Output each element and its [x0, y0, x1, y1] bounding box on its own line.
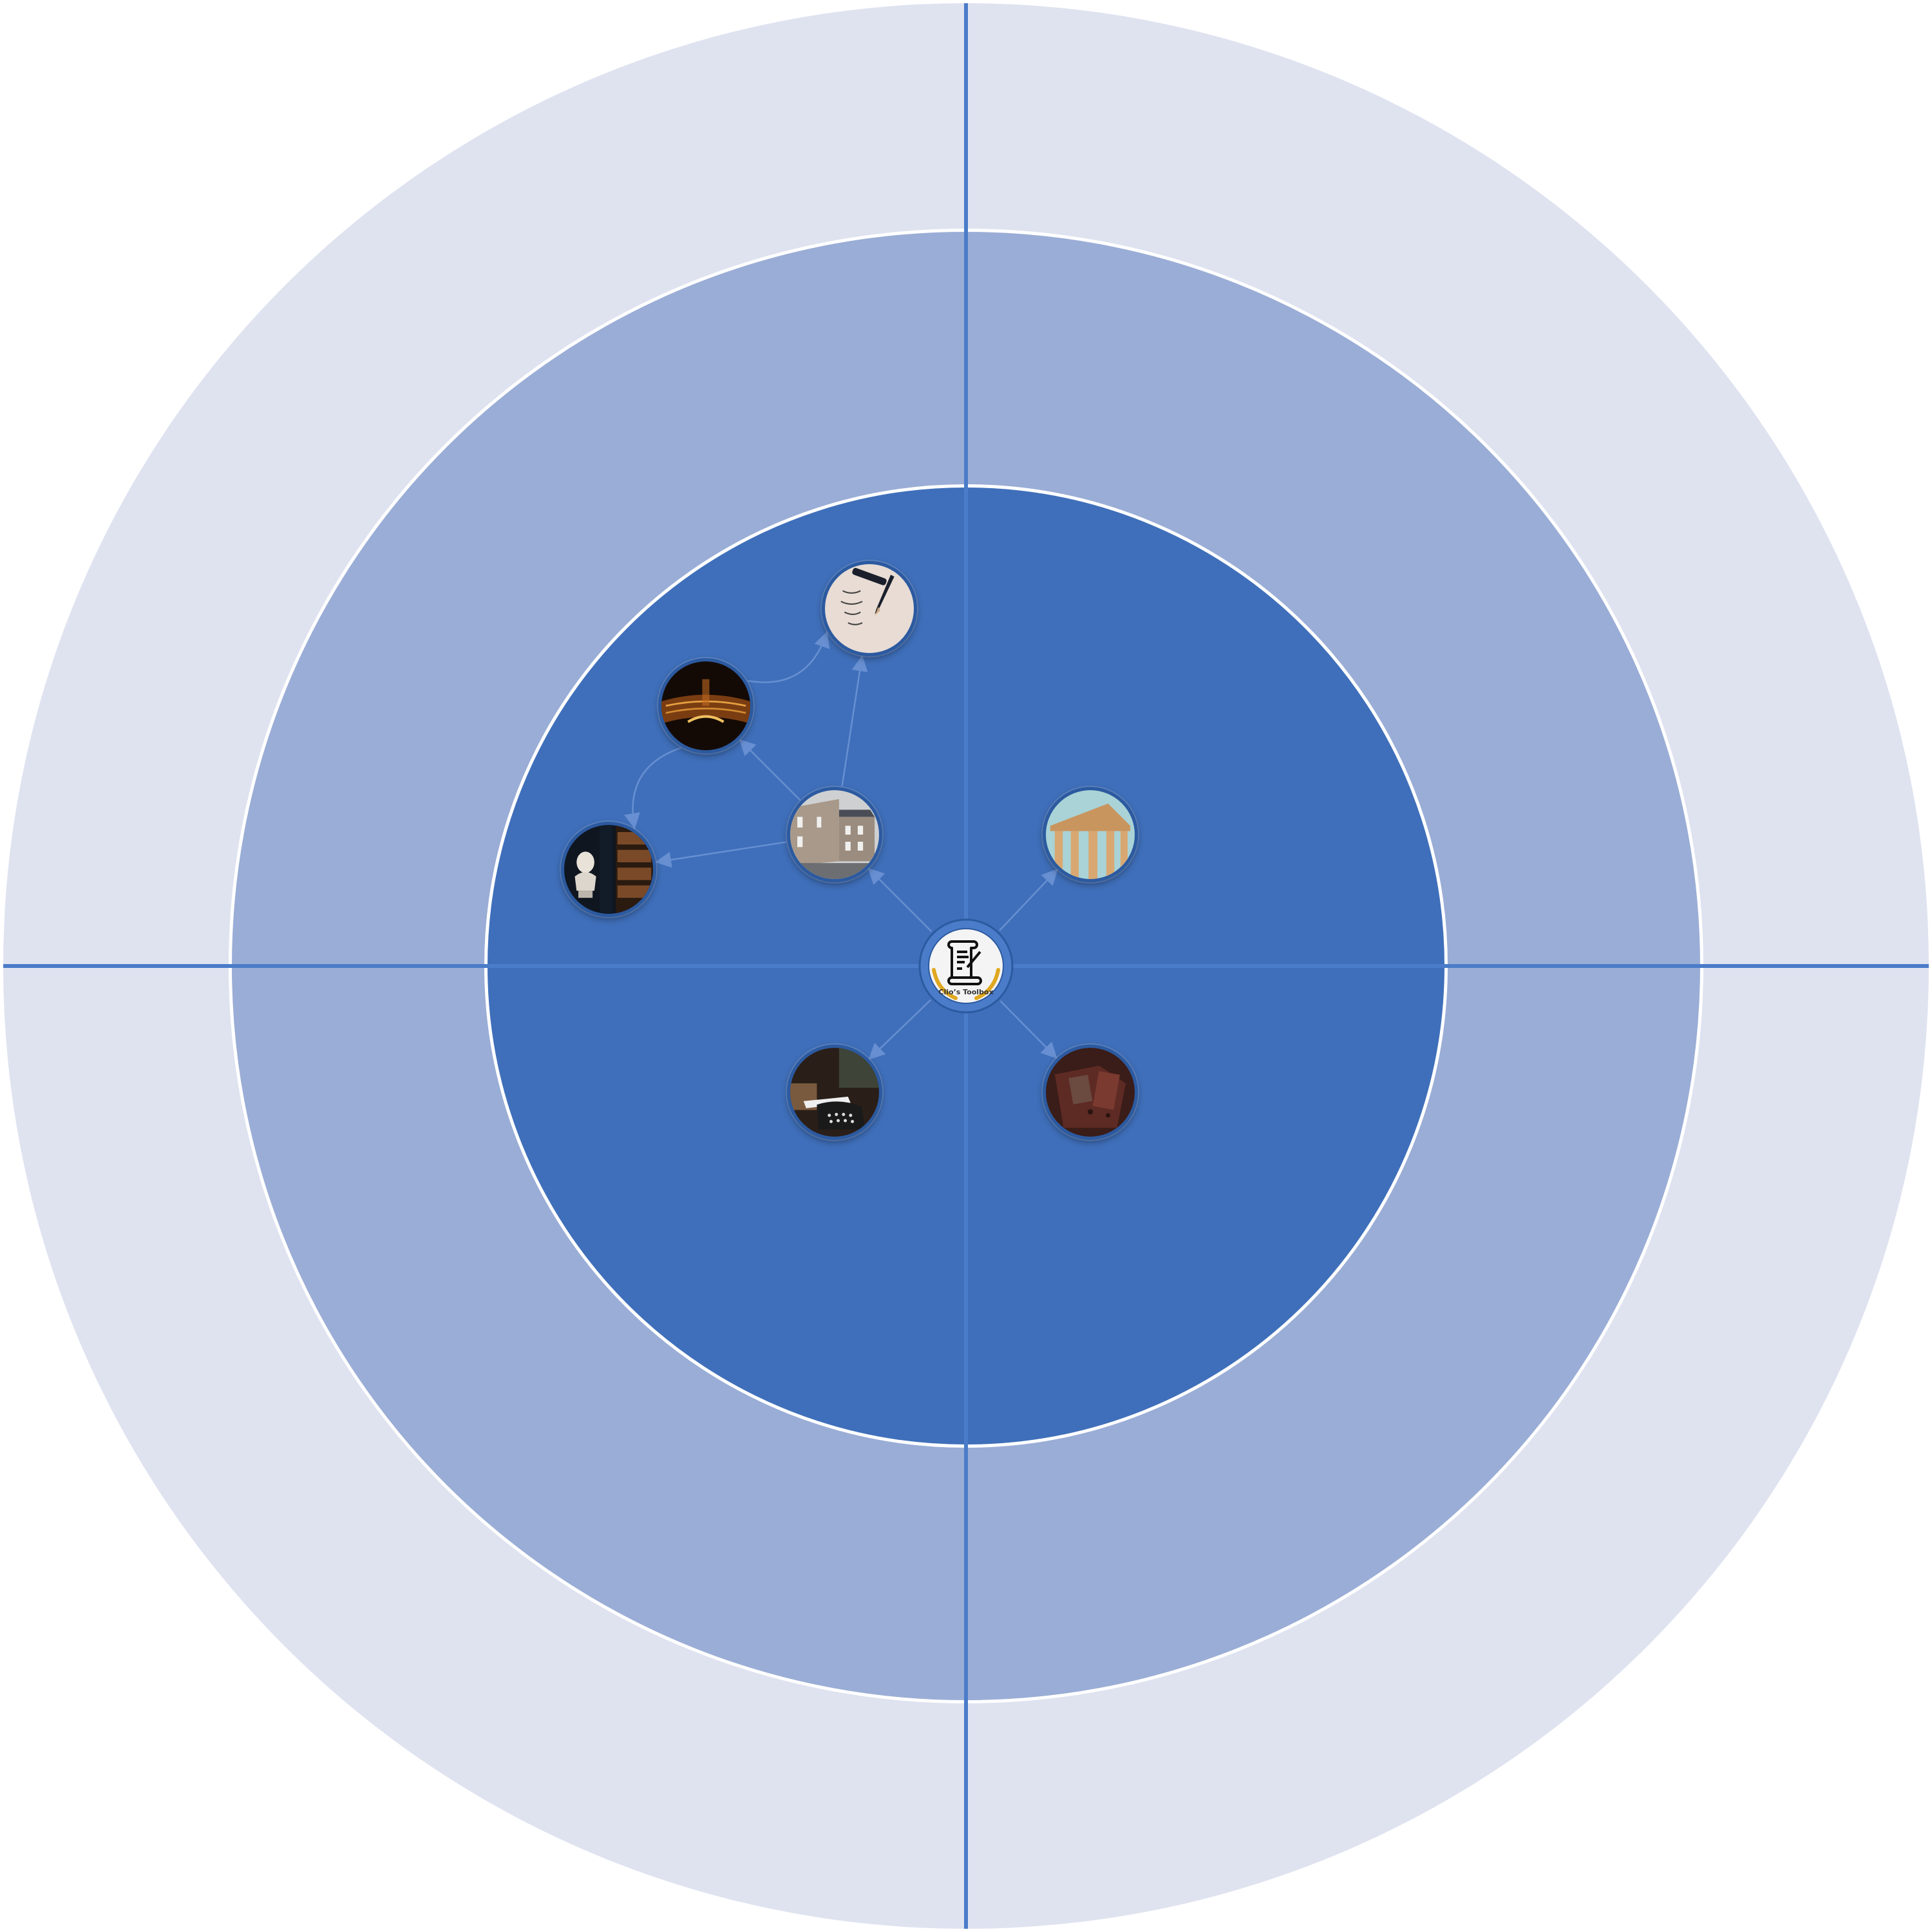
node-typewriter[interactable]	[787, 1045, 882, 1140]
node-book[interactable]	[658, 658, 753, 753]
arrow-book-to-library	[624, 747, 681, 829]
arrow-book-to-quill	[748, 631, 830, 683]
fountain-pen-letter-icon	[825, 564, 914, 653]
open-old-book-icon	[661, 661, 750, 750]
node-library[interactable]	[561, 822, 656, 917]
arrow-building-to-library	[655, 841, 787, 868]
arrow-logo-to-typewriter	[868, 999, 932, 1060]
library-bust-shelves-icon	[564, 825, 653, 914]
node-parthenon[interactable]	[1043, 787, 1138, 882]
arrow-logo-to-building	[867, 867, 933, 933]
old-chest-icon	[1046, 1048, 1135, 1137]
center-logo-clios-toolbox[interactable]: Clio’s Toolbox	[918, 918, 1014, 1014]
historic-building-icon	[790, 790, 879, 879]
greek-temple-columns-icon	[1046, 790, 1135, 879]
arrow-logo-to-parthenon	[999, 869, 1058, 931]
arrow-logo-to-chest	[999, 1000, 1057, 1059]
logo-title: Clio’s Toolbox	[938, 988, 994, 996]
node-quill[interactable]	[822, 561, 917, 656]
arrow-building-to-book	[739, 739, 801, 801]
node-building[interactable]	[787, 787, 882, 882]
laurel-icon	[932, 968, 1000, 1000]
arrow-building-to-quill	[841, 655, 868, 787]
typewriter-icon	[790, 1048, 879, 1137]
scroll-quill-icon	[918, 918, 1014, 1014]
node-chest[interactable]	[1043, 1045, 1138, 1140]
